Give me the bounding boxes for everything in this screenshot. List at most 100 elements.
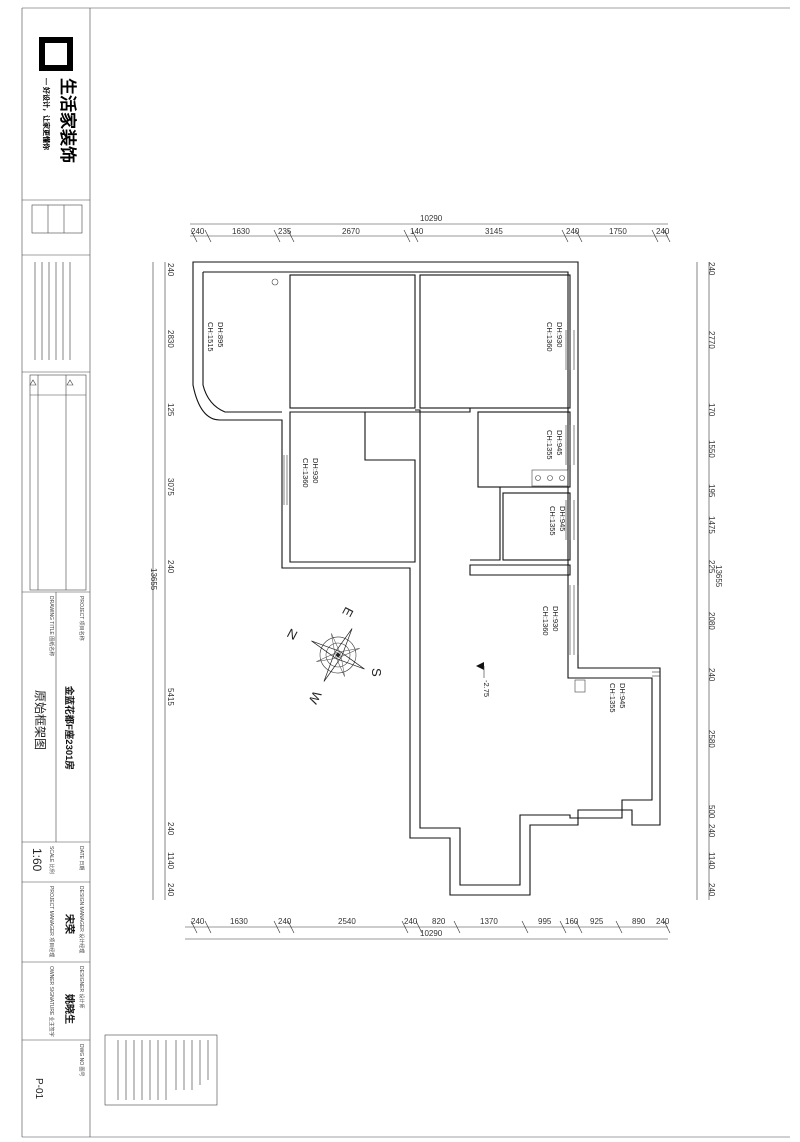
dwg-no-label: DWG NO 图号	[78, 1044, 84, 1077]
dim-right-seg: 240	[707, 824, 716, 838]
window-dh: DH:930	[555, 322, 564, 347]
dim-right-seg: 2770	[707, 331, 716, 349]
designer-label: DESIGNER 设计师	[78, 966, 85, 1009]
dim-right-seg: 2580	[707, 730, 716, 748]
title-block-notes	[34, 262, 71, 360]
dim-right-seg: 1550	[707, 440, 716, 458]
window-marks	[283, 330, 660, 677]
drawing-title-label: DRAWING TITLE 图纸名称	[48, 596, 55, 656]
compass-w: W	[305, 689, 324, 708]
dim-bottom-seg: 1370	[480, 917, 498, 926]
elevation-marker: -2.75	[476, 662, 491, 697]
date-label: DATE 日期	[78, 846, 84, 870]
dim-top-seg: 240	[191, 227, 205, 236]
dim-left-seg: 240	[166, 822, 175, 836]
brand-logo-icon	[39, 37, 73, 71]
dim-left-seg: 240	[166, 883, 175, 897]
window-ch: CH:1360	[545, 322, 554, 352]
revision-table	[29, 374, 87, 591]
window-dh: DH:945	[558, 506, 567, 531]
elevation-triangle-icon	[476, 662, 484, 670]
dim-top-seg: 1750	[609, 227, 627, 236]
dim-right-seg: 2080	[707, 612, 716, 630]
scale-label: SCALE 比例	[48, 846, 55, 874]
window-labels: DH:895 CH:1515 DH:930 CH:1360 DH:945 CH:…	[206, 322, 627, 713]
window-ch: CH:1355	[608, 683, 617, 713]
project-label: PROJECT 项目名称	[78, 596, 85, 641]
window-dh: DH:930	[311, 458, 320, 483]
dimension-right: 13655 240 2770 170 1550 195 1475 225 208…	[696, 262, 723, 900]
dim-bottom-total: 10290	[420, 929, 443, 938]
dim-left-seg: 240	[166, 560, 175, 574]
window-ch: CH:1355	[548, 506, 557, 536]
elevation-value: -2.75	[482, 680, 491, 697]
owner-signature-label: OWNER SIGNATURE 业主签字	[48, 966, 55, 1037]
compass-n: N	[285, 625, 300, 643]
dim-right-seg: 240	[707, 262, 716, 276]
dim-top-total: 10290	[420, 214, 443, 223]
dim-right-total: 13655	[714, 565, 723, 588]
dim-left-seg: 125	[166, 403, 175, 417]
dim-right-seg: 500	[707, 805, 716, 819]
compass-s: S	[369, 668, 384, 677]
dim-bottom-seg: 240	[191, 917, 205, 926]
compass-e: E	[339, 605, 356, 620]
project-name: 金蓝花都F座2301房	[63, 685, 75, 770]
window-dh: DH:895	[216, 322, 225, 347]
dim-bottom-seg: 925	[590, 917, 604, 926]
dim-top-seg: 2670	[342, 227, 360, 236]
dimension-bottom: 10290 240 1630 240 2540 240 820 1370 995…	[185, 917, 671, 940]
dim-bottom-seg: 240	[278, 917, 292, 926]
dim-top-seg: 240	[656, 227, 670, 236]
designer: 姚晓生	[63, 993, 76, 1024]
dim-top-seg: 140	[410, 227, 424, 236]
compass-rose-icon	[311, 628, 365, 682]
dim-right-seg: 195	[707, 484, 716, 498]
notes-box	[104, 1034, 218, 1106]
dim-bottom-seg: 240	[656, 917, 670, 926]
room-bedroom-2	[289, 274, 416, 409]
dim-left-total: 13655	[149, 568, 158, 591]
dim-left-seg: 5415	[166, 688, 175, 706]
dim-top-seg: 3145	[485, 227, 503, 236]
window-ch: CH:1360	[541, 606, 550, 636]
dim-left-seg: 240	[166, 263, 175, 277]
dwg-no: P-01	[33, 1078, 44, 1100]
dim-top-seg: 240	[566, 227, 580, 236]
dim-right-seg: 1140	[707, 852, 716, 870]
floor-plan-walls	[192, 261, 661, 896]
dimension-left: 13655 240 2830 125 3075 240 5415 240 114…	[149, 262, 175, 900]
dim-right-seg: 240	[707, 883, 716, 897]
window-ch: CH:1515	[206, 322, 215, 352]
dim-bottom-seg: 160	[565, 917, 579, 926]
window-dh: DH:945	[618, 683, 627, 708]
brand-slogan: — 好设计，让家更懂你	[42, 78, 51, 150]
dim-bottom-seg: 2540	[338, 917, 356, 926]
sheet-frame	[21, 7, 790, 1138]
design-manager-label: DESIGN MANAGER 设计经理	[78, 886, 85, 953]
dimension-top: 10290 240 1630 235 2670 140 3145 240 175…	[190, 214, 671, 243]
dim-top-seg: 1630	[232, 227, 250, 236]
scale-value: 1:60	[30, 848, 44, 872]
title-block: 生活家装饰 — 好设计，让家更懂你 PROJECT 项目名称 金蓝花都F座230…	[22, 37, 90, 1100]
dim-bottom-seg: 890	[632, 917, 646, 926]
dim-bottom-seg: 995	[538, 917, 552, 926]
dim-top-seg: 235	[278, 227, 292, 236]
window-ch: CH:1355	[545, 430, 554, 460]
drawing-title: 原始框架图	[33, 690, 47, 750]
window-dh: DH:930	[551, 606, 560, 631]
dim-left-seg: 1140	[166, 852, 175, 870]
project-manager-label: PROJECT MANAGER 项目经理	[48, 886, 55, 957]
window-dh: DH:945	[555, 430, 564, 455]
dim-right-seg: 225	[707, 560, 716, 574]
dim-right-seg: 1475	[707, 516, 716, 534]
dim-left-seg: 2830	[166, 330, 175, 348]
design-manager: 宋荣	[63, 913, 76, 934]
dim-left-seg: 3075	[166, 478, 175, 496]
dim-bottom-seg: 240	[404, 917, 418, 926]
window-ch: CH:1360	[301, 458, 310, 488]
dim-right-seg: 170	[707, 403, 716, 417]
brand-name: 生活家装饰	[58, 78, 78, 163]
dim-bottom-seg: 1630	[230, 917, 248, 926]
